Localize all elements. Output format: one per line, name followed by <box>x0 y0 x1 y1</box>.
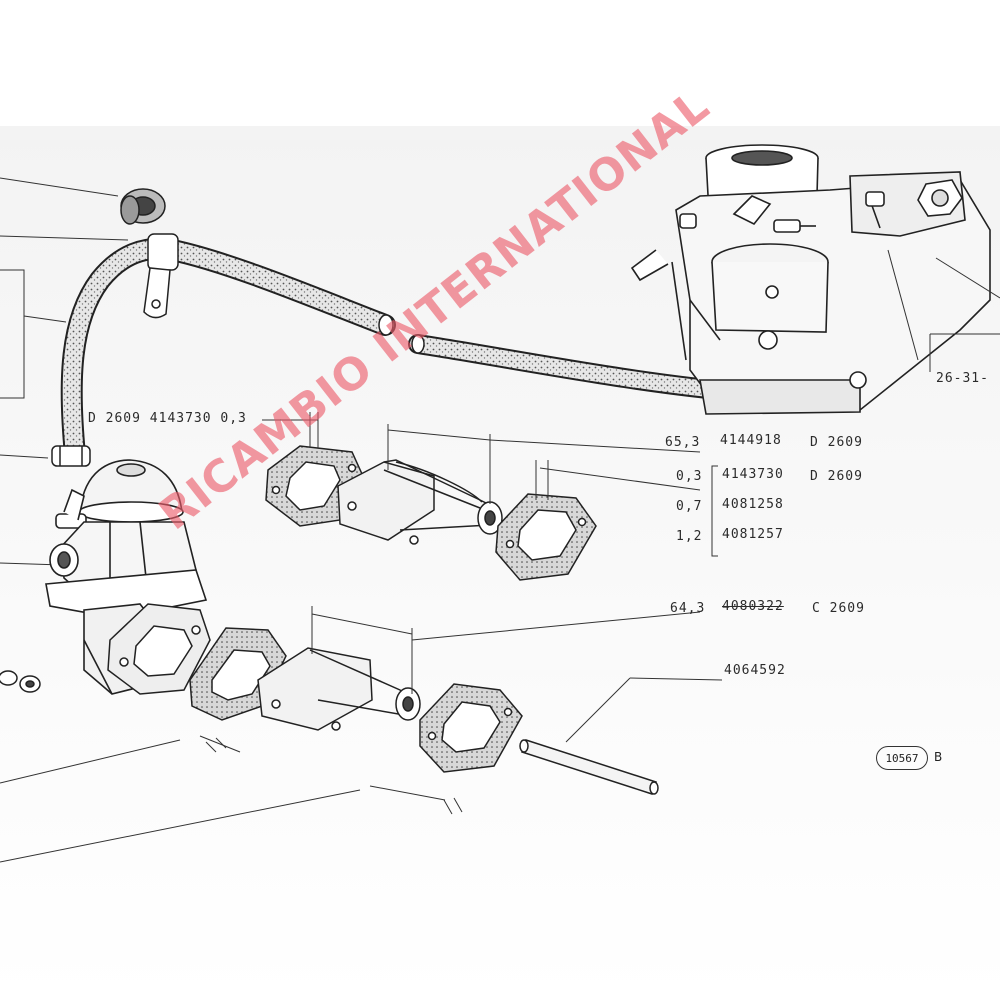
left-leader-lines <box>0 177 446 863</box>
pump-nut-washer <box>0 670 41 693</box>
spacer-part-number: 4080322 <box>722 599 784 614</box>
figure-suffix: B <box>934 750 943 764</box>
figure-number-badge: 10567 <box>876 746 928 770</box>
fuel-hose-left <box>60 237 396 466</box>
gasket-code-label: D 2609 <box>810 435 863 450</box>
dimension-lines <box>205 412 723 815</box>
shim-3-thickness: 1,2 <box>676 529 703 544</box>
gasket-upper-right <box>495 493 597 581</box>
gasket-lower-left-thick <box>107 603 211 695</box>
gasket-lower-right <box>419 683 523 773</box>
spacer-block-upper <box>337 459 503 545</box>
hose-clip-bracket <box>143 233 179 319</box>
pushrod <box>519 739 659 795</box>
ref-label-left: D 2609 4143730 0,3 <box>88 411 247 426</box>
spacer-dimension-label: 64,3 <box>670 601 706 616</box>
hose-clamp-lower <box>51 445 91 467</box>
shim-2-part-number: 4081258 <box>722 497 784 512</box>
gasket-dimension-label: 65,3 <box>665 435 701 450</box>
shim-2-thickness: 0,7 <box>676 499 703 514</box>
group-reference: 26-31- <box>936 371 989 386</box>
spacer-block-lower <box>257 647 421 731</box>
gasket-part-number: 4144918 <box>720 433 782 448</box>
shim-1-code: D 2609 <box>810 469 863 484</box>
shim-1-thickness: 0,3 <box>676 469 703 484</box>
carb-leader <box>887 249 1000 372</box>
pushrod-part-number: 4064592 <box>724 663 786 678</box>
shim-1-part-number: 4143730 <box>722 467 784 482</box>
shim-3-part-number: 4081257 <box>722 527 784 542</box>
hose-grommet <box>120 188 166 225</box>
carburettor <box>630 144 991 415</box>
spacer-code-label: C 2609 <box>812 601 865 616</box>
